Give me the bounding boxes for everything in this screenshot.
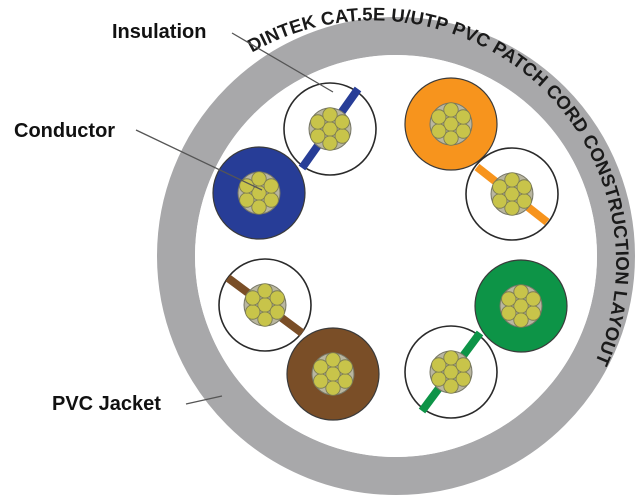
copper-strand	[492, 193, 508, 209]
copper-strand	[501, 291, 517, 307]
copper-strand	[431, 109, 447, 125]
copper-strand	[245, 290, 261, 306]
copper-strand	[525, 291, 541, 307]
copper-strand	[322, 135, 338, 151]
insulation-label: Insulation	[112, 21, 206, 43]
insulation-leader-line	[231, 32, 334, 93]
copper-strand	[513, 312, 529, 328]
copper-strand	[455, 357, 471, 373]
copper-strand	[313, 359, 329, 375]
copper-strand	[431, 357, 447, 373]
copper-strand	[516, 179, 532, 195]
copper-strand	[257, 283, 273, 299]
pair-brown	[218, 258, 380, 421]
copper-strand	[322, 107, 338, 123]
copper-strand	[310, 114, 326, 130]
copper-strand	[239, 192, 255, 208]
pvc-jacket-label: PVC Jacket	[52, 393, 161, 415]
orange-conductor	[429, 102, 473, 146]
copper-strand	[325, 352, 341, 368]
copper-strand	[431, 371, 447, 387]
copper-strand	[443, 102, 459, 118]
white-blue-conductor	[308, 107, 352, 151]
pair-green	[404, 259, 568, 419]
copper-strand	[325, 380, 341, 396]
copper-strand	[310, 128, 326, 144]
copper-strand	[431, 123, 447, 139]
copper-strand	[504, 172, 520, 188]
conductor-label: Conductor	[14, 120, 115, 142]
blue-conductor	[237, 171, 281, 215]
copper-strand	[257, 311, 273, 327]
pvc-jacket-ring	[157, 17, 635, 495]
copper-strand	[443, 130, 459, 146]
copper-strand	[501, 305, 517, 321]
copper-strand	[251, 199, 267, 215]
copper-strand	[334, 114, 350, 130]
copper-strand	[455, 109, 471, 125]
copper-strand	[492, 179, 508, 195]
pair-orange	[404, 77, 559, 241]
white-brown-conductor	[243, 283, 287, 327]
copper-strand	[313, 373, 329, 389]
copper-strand	[443, 350, 459, 366]
pair-blue	[212, 82, 377, 240]
copper-strand	[504, 200, 520, 216]
conductor-leader-line	[135, 129, 263, 191]
jacket-leader-line	[185, 395, 223, 405]
copper-strand	[269, 290, 285, 306]
copper-strand	[251, 171, 267, 187]
brown-conductor	[311, 352, 355, 396]
white-green-conductor	[429, 350, 473, 394]
copper-strand	[263, 178, 279, 194]
copper-strand	[443, 378, 459, 394]
copper-strand	[245, 304, 261, 320]
green-conductor	[499, 284, 543, 328]
white-orange-conductor	[490, 172, 534, 216]
copper-strand	[337, 359, 353, 375]
jacket-interior	[195, 55, 597, 457]
copper-strand	[513, 284, 529, 300]
